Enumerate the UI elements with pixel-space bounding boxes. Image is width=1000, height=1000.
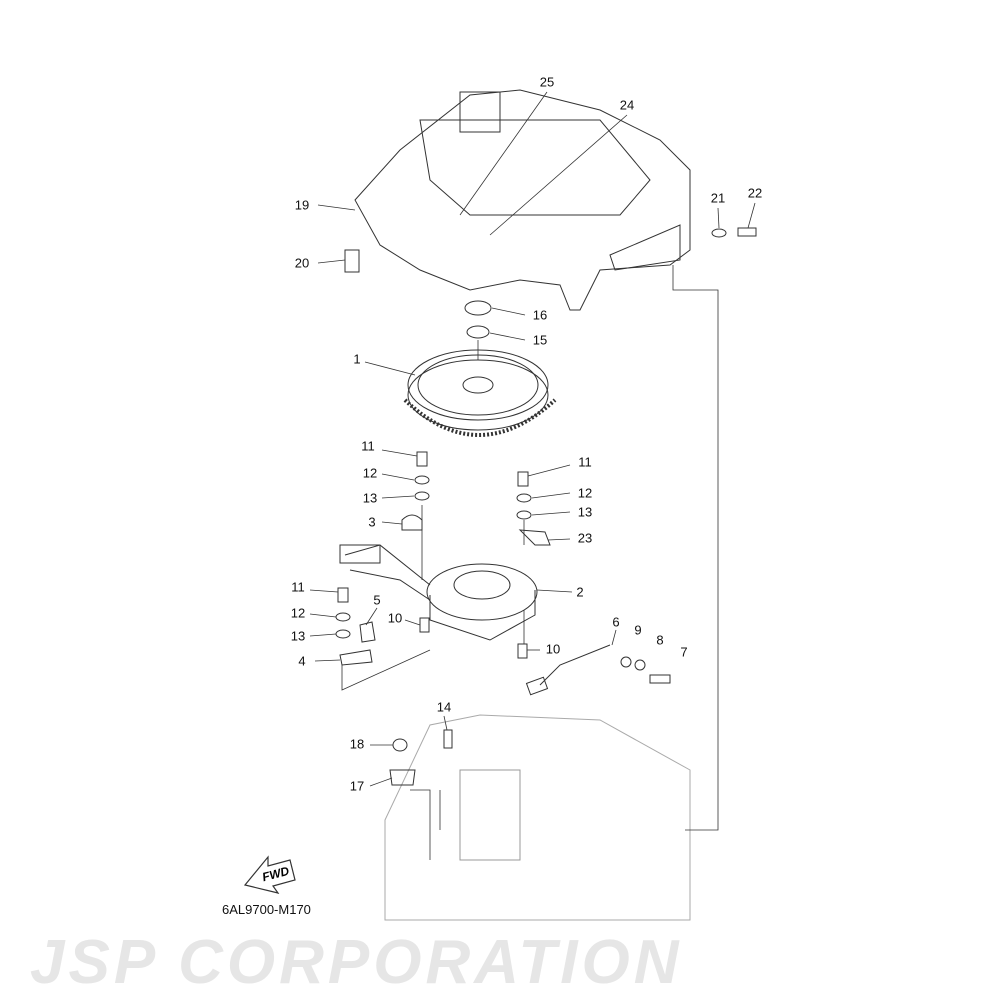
callout-20: 20 xyxy=(294,255,310,271)
engine-block xyxy=(384,714,691,921)
callout-9: 9 xyxy=(634,622,642,638)
callout-10: 10 xyxy=(387,610,403,626)
callout-23: 23 xyxy=(577,530,593,546)
callout-21: 21 xyxy=(710,190,726,206)
callout-4: 4 xyxy=(298,653,306,669)
callout-8: 8 xyxy=(656,632,664,648)
callout-12: 12 xyxy=(290,605,306,621)
callout-11: 11 xyxy=(578,454,592,470)
callout-13: 13 xyxy=(577,504,593,520)
callout-1: 1 xyxy=(353,351,361,367)
callout-19: 19 xyxy=(294,197,310,213)
stator xyxy=(426,563,538,621)
callout-15: 15 xyxy=(532,332,548,348)
callout-2: 2 xyxy=(576,584,584,600)
callout-14: 14 xyxy=(436,699,452,715)
callout-7: 7 xyxy=(680,644,688,660)
watermark: JSP CORPORATION xyxy=(30,928,683,997)
callout-11: 11 xyxy=(291,579,305,595)
callout-16: 16 xyxy=(532,307,548,323)
callout-12: 12 xyxy=(362,465,378,481)
callout-5: 5 xyxy=(373,592,381,608)
fwd-arrow xyxy=(243,855,296,894)
callout-17: 17 xyxy=(349,778,365,794)
callout-12: 12 xyxy=(577,485,593,501)
callout-25: 25 xyxy=(539,74,555,90)
callout-10: 10 xyxy=(545,641,561,657)
callout-22: 22 xyxy=(747,185,763,201)
callout-13: 13 xyxy=(290,628,306,644)
callout-3: 3 xyxy=(368,514,376,530)
callout-11: 11 xyxy=(361,438,375,454)
flywheel-cover xyxy=(354,89,691,311)
callout-13: 13 xyxy=(362,490,378,506)
diagram-code: 6AL9700-M170 xyxy=(222,902,311,917)
callout-24: 24 xyxy=(619,97,635,113)
callout-18: 18 xyxy=(349,736,365,752)
callout-6: 6 xyxy=(612,614,620,630)
